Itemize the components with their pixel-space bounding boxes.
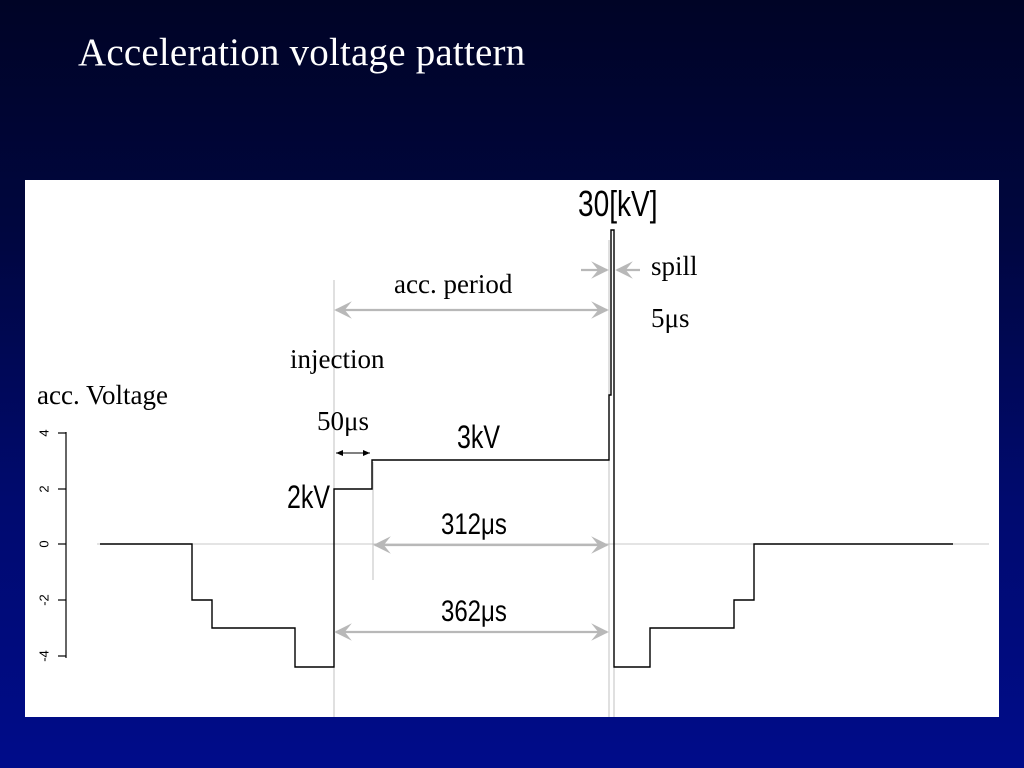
spill-label: spill — [651, 251, 698, 281]
y-tick-label-2: 2 — [37, 485, 52, 492]
spill-duration-label: 5μs — [651, 303, 689, 333]
level-2kv-label: 2kV — [287, 480, 331, 516]
y-axis-label: acc. Voltage — [37, 380, 168, 410]
peak-voltage-label: 30[kV] — [578, 184, 658, 224]
y-tick-label-minus-2: -2 — [37, 594, 52, 606]
diagram-panel: 4 2 0 -2 -4 acc. Voltage injection 50μs … — [25, 180, 999, 717]
slide-title: Acceleration voltage pattern — [78, 31, 526, 74]
y-tick-label-4: 4 — [37, 429, 52, 436]
injection-label: injection — [290, 344, 385, 374]
injection-duration-label: 50μs — [317, 406, 369, 436]
voltage-waveform — [100, 229, 953, 668]
injection-arrow-right-head — [363, 450, 370, 456]
level-3kv-label: 3kV — [457, 420, 501, 456]
injection-arrow-left-head — [336, 450, 343, 456]
acc-period-label: acc. period — [394, 269, 513, 299]
duration-312-label: 312μs — [441, 506, 507, 540]
y-tick-label-minus-4: -4 — [37, 650, 52, 662]
y-tick-label-0: 0 — [37, 540, 52, 547]
duration-362-label: 362μs — [441, 593, 507, 627]
voltage-pattern-diagram: 4 2 0 -2 -4 acc. Voltage injection 50μs … — [37, 184, 989, 717]
